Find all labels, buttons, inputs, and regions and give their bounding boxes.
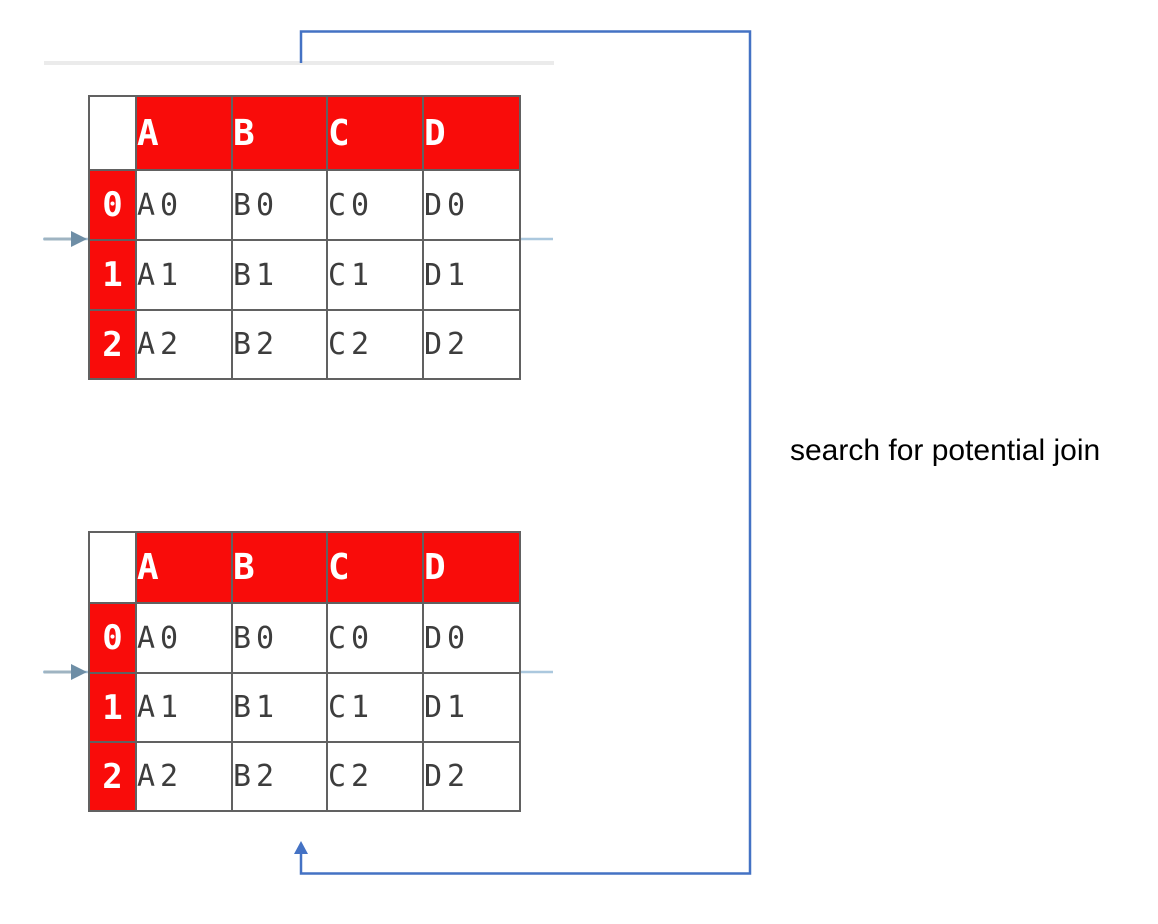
table-cell: C1	[326, 239, 424, 311]
table-row: 1 A1 B1 C1 D1	[88, 239, 521, 311]
table-cell: A1	[135, 239, 233, 311]
table-cell: A2	[135, 741, 233, 812]
table-cell: C2	[326, 309, 424, 380]
table-cell: C1	[326, 672, 424, 743]
table-cell: C0	[326, 602, 424, 674]
column-header: C	[326, 531, 424, 604]
header-row: A B C D	[88, 95, 521, 171]
row-index: 2	[88, 741, 137, 812]
arrow-up-icon	[294, 841, 308, 854]
row-index: 0	[88, 602, 137, 674]
row-index: 0	[88, 169, 137, 241]
table-cell: D0	[422, 602, 521, 674]
table-cell: D2	[422, 741, 521, 812]
column-header: D	[422, 95, 521, 171]
table-cell: B0	[231, 602, 328, 674]
table-cell: D1	[422, 672, 521, 743]
table-cell: B2	[231, 309, 328, 380]
table-cell: B1	[231, 672, 328, 743]
table-cell: C0	[326, 169, 424, 241]
table-row: 2 A2 B2 C2 D2	[88, 309, 521, 380]
row-index: 1	[88, 672, 137, 743]
column-header: A	[135, 531, 233, 604]
row-index: 1	[88, 239, 137, 311]
table-cell: A1	[135, 672, 233, 743]
table-cell: B0	[231, 169, 328, 241]
table-cell: B1	[231, 239, 328, 311]
table-cell: C2	[326, 741, 424, 812]
column-header: A	[135, 95, 233, 171]
column-header: B	[231, 95, 328, 171]
table-cell: D1	[422, 239, 521, 311]
arrow-right-icon	[71, 231, 87, 247]
join-loop-line	[299, 30, 752, 875]
column-header: C	[326, 95, 424, 171]
table-row: 1 A1 B1 C1 D1	[88, 672, 521, 743]
table-cell: A0	[135, 602, 233, 674]
column-header: D	[422, 531, 521, 604]
table-row: 2 A2 B2 C2 D2	[88, 741, 521, 812]
corner-spacer	[88, 531, 137, 604]
column-header: B	[231, 531, 328, 604]
table-cell: D2	[422, 309, 521, 380]
corner-spacer	[88, 95, 137, 171]
annotation-label: search for potential join	[790, 434, 1101, 467]
arrow-right-icon	[71, 664, 87, 680]
dataframe-top: A B C D 0 A0 B0 C0 D0 1 A1 B1 C1 D1 2	[88, 95, 521, 380]
table-cell: A2	[135, 309, 233, 380]
header-row: A B C D	[88, 531, 521, 604]
row-index: 2	[88, 309, 137, 380]
table-cell: D0	[422, 169, 521, 241]
table-cell: A0	[135, 169, 233, 241]
table-cell: B2	[231, 741, 328, 812]
table-row: 0 A0 B0 C0 D0	[88, 169, 521, 241]
table-row: 0 A0 B0 C0 D0	[88, 602, 521, 674]
dataframe-bottom: A B C D 0 A0 B0 C0 D0 1 A1 B1 C1 D1 2	[88, 531, 521, 812]
